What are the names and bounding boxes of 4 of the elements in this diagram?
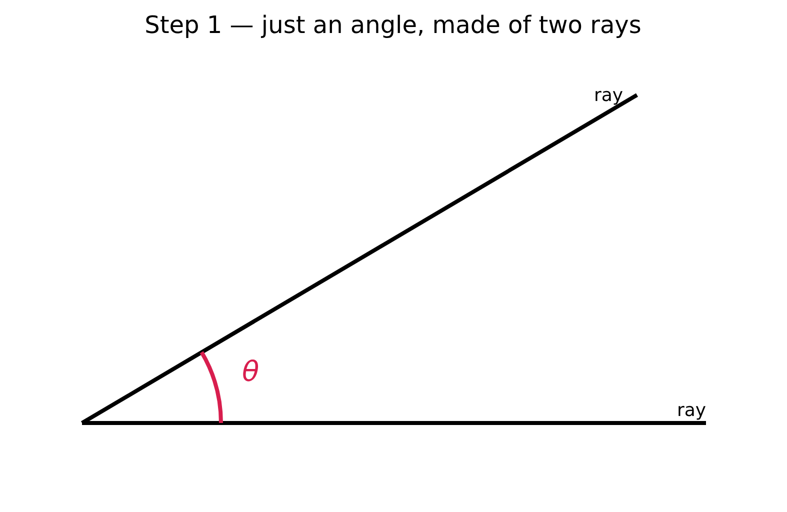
title: Step 1 — just an angle, made of two rays — [144, 13, 642, 37]
angle-label: θ — [242, 358, 260, 386]
ray-label: ray — [594, 87, 624, 105]
ray-label: ray — [677, 402, 706, 420]
